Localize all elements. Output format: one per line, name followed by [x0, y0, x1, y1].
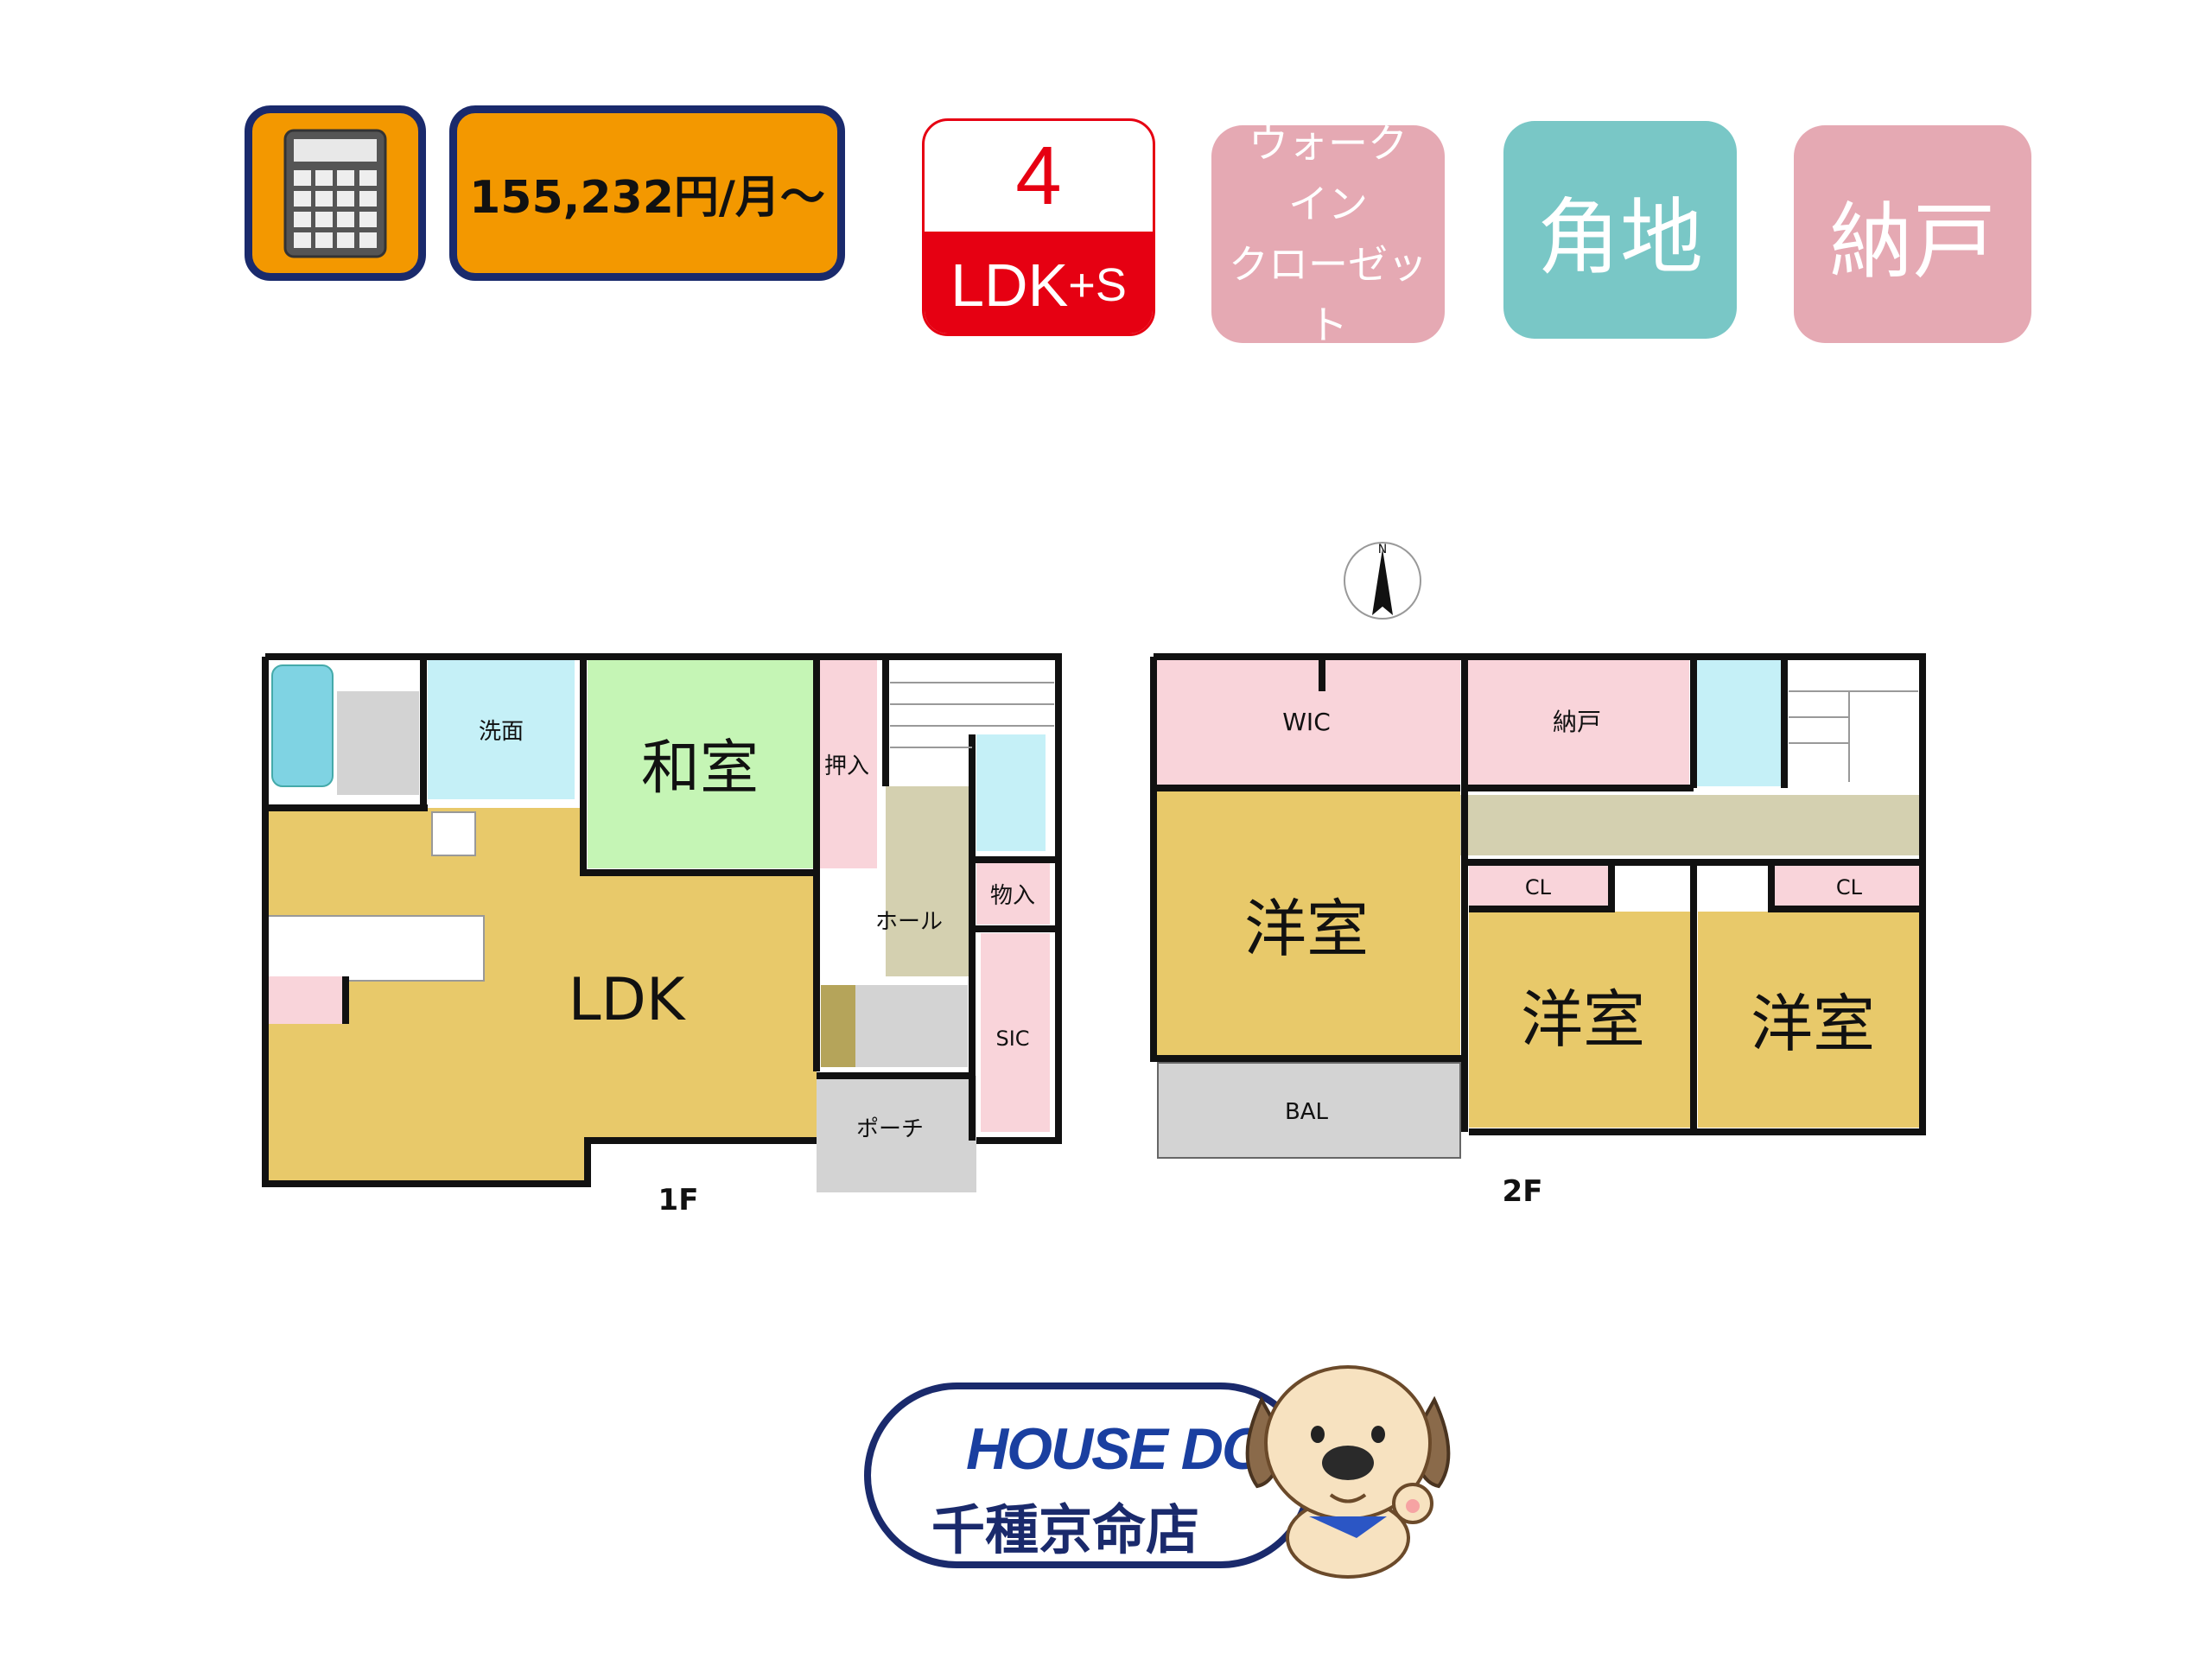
- room-label-western-room-2: 洋室: [1521, 983, 1645, 1056]
- room-label-western-room-1: 洋室: [1244, 893, 1369, 965]
- floor-plan-2f: N: [1150, 542, 1926, 1209]
- layout-badge: 4 LDK+S: [922, 118, 1155, 336]
- layout-suffix: +S: [1068, 259, 1127, 311]
- feature-line: 角地: [1537, 188, 1703, 286]
- calculator-icon: [283, 129, 387, 257]
- oshiire-closet: [817, 657, 877, 868]
- room-label-oshiire: 押入: [824, 753, 869, 779]
- floor-label-1f: 1F: [658, 1183, 699, 1217]
- storeroom-nando: [1465, 657, 1689, 786]
- feature-badge-walk-in-closet: ウォーク イン クローゼット: [1211, 120, 1445, 348]
- bathtub: [271, 664, 334, 787]
- hallway-2f: [1460, 795, 1923, 855]
- shoe-closet: [981, 933, 1050, 1132]
- closet-1: [1469, 864, 1611, 907]
- toilet-2f: [1694, 657, 1784, 786]
- japanese-room: [588, 657, 817, 868]
- room-label-porch: ポーチ: [856, 1116, 924, 1142]
- monthly-payment-badge: 155,232円/月～: [449, 105, 845, 281]
- room-label-washroom: 洗面: [479, 719, 524, 745]
- hall: [886, 786, 972, 976]
- closet-2: [1771, 864, 1923, 907]
- western-room-1: [1154, 791, 1460, 1058]
- room-label-hall: ホール: [875, 909, 943, 935]
- feature-line: イン: [1288, 181, 1368, 227]
- washroom: [428, 657, 575, 799]
- western-room-3: [1698, 912, 1923, 1128]
- room-label-storage: 物入: [990, 883, 1035, 909]
- balcony: [1158, 1063, 1460, 1158]
- layout-type: LDK+S: [925, 232, 1153, 334]
- feature-line: ウォーク: [1249, 120, 1408, 167]
- floor-plan-1f: 洗面 和室 押入 ホール 物入 LDK SIC ポーチ 1F: [262, 653, 1062, 1217]
- store-name: 千種京命店: [931, 1498, 1200, 1561]
- room-label-closet-1: CL: [1525, 875, 1552, 899]
- porch: [817, 1076, 976, 1192]
- brand-name: HOUSE DO: [966, 1416, 1268, 1482]
- layout-type-text: LDK: [950, 251, 1069, 319]
- dog-mascot-icon: [1245, 1365, 1451, 1579]
- compass-north-label: N: [1378, 543, 1387, 556]
- room-label-closet-2: CL: [1836, 875, 1863, 899]
- room-label-japanese-room: 和室: [641, 734, 759, 803]
- store-logo: HOUSE DO 千種京命店: [864, 1382, 1313, 1568]
- calculator-badge: [245, 105, 426, 281]
- bathroom-floor: [337, 691, 419, 795]
- feature-badge-corner-lot: 角地: [1503, 121, 1737, 339]
- monthly-payment-text: 155,232円/月～: [469, 172, 825, 224]
- feature-line: クローゼット: [1229, 241, 1427, 348]
- kitchen-counter: [267, 915, 485, 982]
- room-label-sic: SIC: [995, 1027, 1029, 1051]
- room-label-balcony: BAL: [1285, 1099, 1329, 1125]
- ldk-room: [265, 808, 817, 1184]
- room-label-wic: WIC: [1282, 708, 1331, 736]
- feature-line: 納戸: [1829, 193, 1996, 290]
- toilet-1f: [976, 734, 1046, 851]
- western-room-2: [1469, 912, 1694, 1128]
- feature-badge-storeroom: 納戸: [1794, 125, 2031, 343]
- room-label-western-room-3: 洋室: [1751, 988, 1875, 1060]
- walk-in-closet: [1154, 657, 1460, 786]
- layout-number: 4: [1015, 130, 1062, 222]
- stairs-2f: [1784, 657, 1923, 786]
- room-label-nando: 納戸: [1553, 708, 1601, 736]
- storage-closet: [976, 860, 1050, 925]
- room-label-ldk: LDK: [569, 966, 687, 1034]
- shoe-step: [821, 985, 855, 1067]
- floor-label-2f: 2F: [1503, 1174, 1543, 1209]
- pantry: [268, 976, 346, 1024]
- compass-icon: N: [1344, 542, 1421, 620]
